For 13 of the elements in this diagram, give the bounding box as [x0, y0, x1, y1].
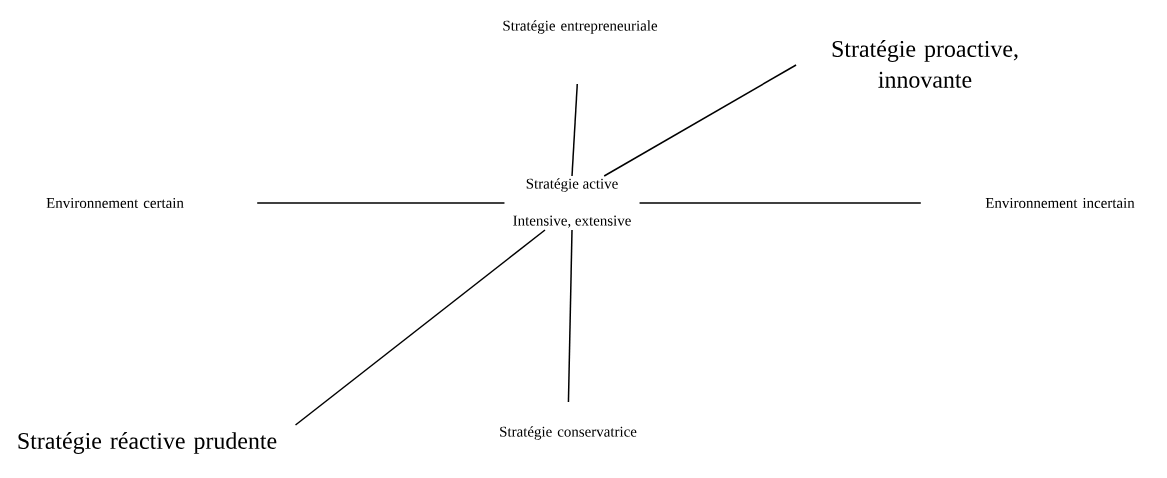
- line: [603, 64, 797, 177]
- line: [294, 229, 546, 426]
- line: [256, 202, 506, 204]
- strategy-label: Stratégie conservatrice: [500, 426, 637, 440]
- center-label: Stratégie active Intensive, extensive: [513, 178, 631, 228]
- strategy-label: Environnement incertain: [985, 198, 1135, 208]
- strategy-label: Stratégie réactive prudente: [18, 432, 277, 454]
- line: [567, 229, 573, 403]
- line: [638, 202, 922, 204]
- strategy-label: Stratégie entrepreneuriale: [503, 20, 658, 34]
- strategy-label: Environnement certain: [46, 198, 184, 208]
- strategy-label: Stratégie proactive, innovante: [832, 40, 1018, 88]
- line: [571, 83, 578, 177]
